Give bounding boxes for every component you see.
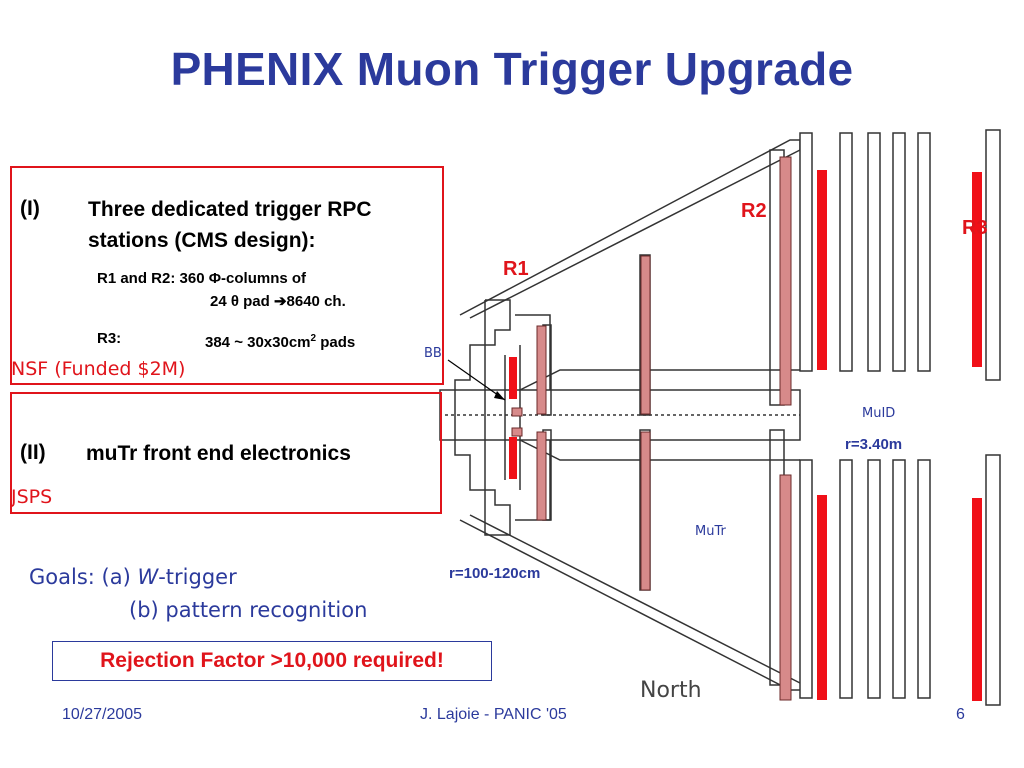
footer-author: J. Lajoie - PANIC '05	[420, 706, 567, 723]
rpc-r3-upper	[972, 172, 982, 367]
rpc-detail-r3-value: 384 ~ 30x30cm2 pads	[205, 333, 356, 351]
mutr-heading: muTr front end electronics	[86, 442, 351, 465]
mutr-st3-lower	[779, 474, 792, 701]
rpc-r1-lower	[509, 437, 517, 479]
mutr-st1-upper	[536, 325, 547, 415]
footer-page-number: 6	[956, 706, 965, 723]
footer-date: 10/27/2005	[62, 706, 143, 723]
bb-pointer	[447, 359, 506, 401]
label-r2: R2	[741, 200, 767, 222]
mutr-electronics-box	[10, 392, 442, 514]
rpc-r2-upper	[817, 170, 827, 370]
mutr-st2-upper	[640, 255, 651, 415]
label-mutr: MuTr	[695, 524, 726, 539]
rpc-heading-line2: stations (CMS design):	[88, 229, 316, 252]
label-r3: R3	[962, 217, 988, 239]
item-number-2: (II)	[20, 441, 46, 464]
funding-nsf: NSF (Funded $2M)	[11, 358, 186, 380]
mutr-st1-lower	[536, 431, 547, 521]
rpc-detail-channels: 24 θ pad ➔8640 ch.	[210, 293, 346, 310]
goals-line-b: (b) pattern recognition	[129, 598, 368, 622]
w-symbol: W	[137, 565, 159, 589]
label-muid: MuID	[862, 406, 896, 421]
cone-lower-outline	[459, 519, 800, 691]
rpc-detail-r1r2: R1 and R2: 360 Φ-columns of	[97, 270, 307, 287]
item-number-1: (I)	[20, 197, 40, 220]
label-bb: BB	[424, 346, 442, 361]
rpc-heading-line1: Three dedicated trigger RPC	[88, 198, 372, 221]
rpc-detail-r3-label: R3:	[97, 330, 122, 347]
label-north: North	[640, 678, 702, 703]
mutr-st3-upper	[779, 156, 792, 406]
goals-line-a: Goals: (a) W-trigger	[29, 565, 237, 589]
slide-title: PHENIX Muon Trigger Upgrade	[170, 43, 854, 95]
rejection-factor-box: Rejection Factor >10,000 required!	[52, 641, 492, 681]
cone-upper-outline	[459, 139, 801, 316]
label-r-mutr: r=100-120cm	[449, 565, 541, 582]
superscript: 2	[310, 333, 317, 344]
label-r1: R1	[503, 258, 529, 280]
rpc-stations-box	[10, 166, 444, 385]
rpc-r1-upper	[509, 357, 517, 399]
mutr-st2-lower	[640, 431, 651, 591]
rpc-r3-lower	[972, 498, 982, 701]
label-r-muid: r=3.40m	[845, 436, 903, 453]
rpc-r2-lower	[817, 495, 827, 700]
funding-jsps: JSPS	[11, 486, 53, 508]
